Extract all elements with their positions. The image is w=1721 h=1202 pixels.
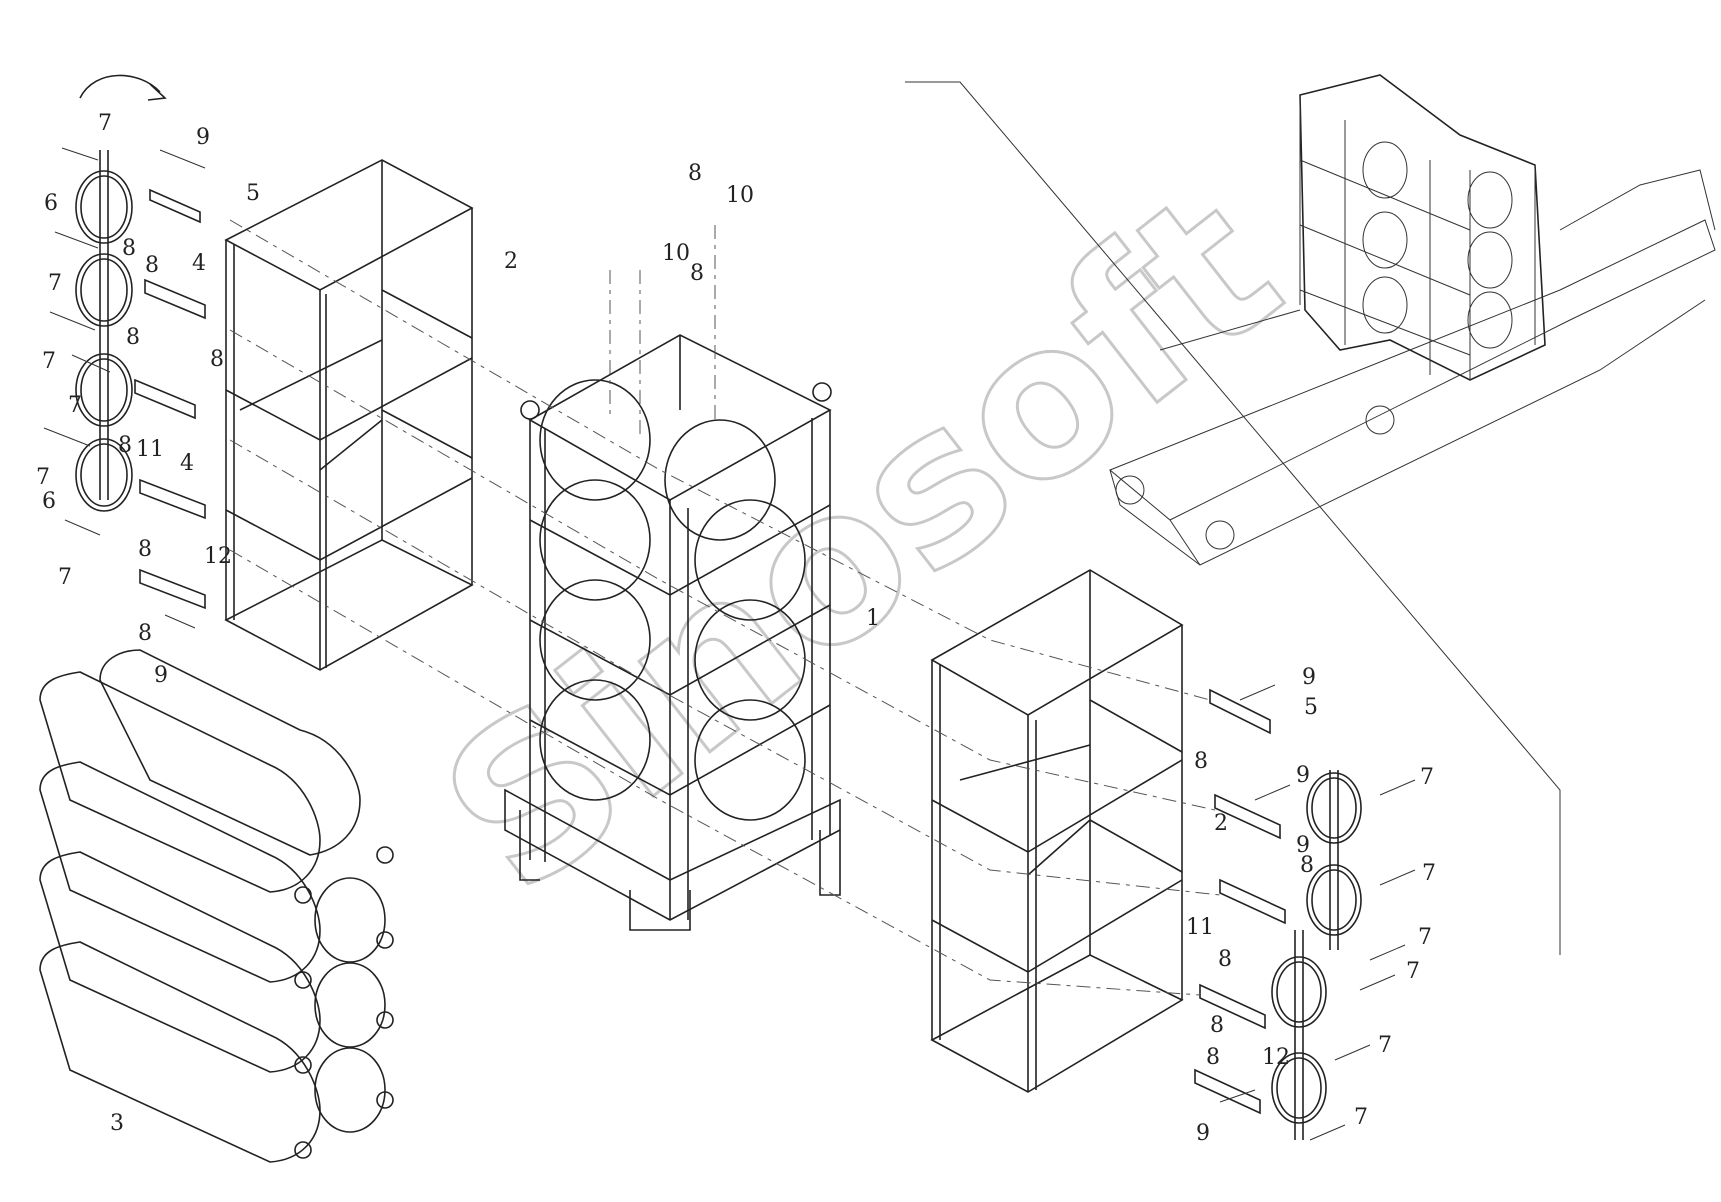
callout-7: 7 xyxy=(58,565,72,590)
watermark: Sinosoft xyxy=(398,143,1323,941)
callout-8: 8 xyxy=(138,537,152,562)
callout-9: 9 xyxy=(1296,763,1310,788)
watermark-text: Sinosoft xyxy=(400,144,1322,939)
right-bracket-assembly xyxy=(1194,684,1416,1141)
assembly-lines xyxy=(229,219,1221,996)
callout-12: 12 xyxy=(204,544,232,569)
callout-2: 2 xyxy=(1214,811,1228,836)
callout-1: 1 xyxy=(866,606,880,631)
callout-10: 10 xyxy=(662,241,690,266)
callout-12: 12 xyxy=(1262,1045,1290,1070)
left-frame xyxy=(224,159,474,671)
installed-view xyxy=(1109,74,1716,566)
callout-7: 7 xyxy=(1354,1105,1368,1130)
callout-7: 7 xyxy=(1406,959,1420,984)
callout-8: 8 xyxy=(126,325,140,350)
callout-7: 7 xyxy=(36,465,50,490)
callout-10: 10 xyxy=(726,183,754,208)
callout-9: 9 xyxy=(1296,833,1310,858)
callout-9: 9 xyxy=(154,663,168,688)
callout-9: 9 xyxy=(1302,665,1316,690)
callout-8: 8 xyxy=(1210,1013,1224,1038)
callout-11: 11 xyxy=(136,437,164,462)
callout-7: 7 xyxy=(42,349,56,374)
gas-cylinders xyxy=(39,649,394,1163)
right-frame xyxy=(930,569,1184,1093)
left-bracket-assembly xyxy=(43,147,206,629)
callout-5: 5 xyxy=(1304,695,1318,720)
callout-8: 8 xyxy=(1206,1045,1220,1070)
callout-4: 4 xyxy=(192,251,206,276)
center-frame xyxy=(504,334,841,931)
leader-lines xyxy=(905,81,1561,955)
callout-8: 8 xyxy=(145,253,159,278)
callout-8: 8 xyxy=(1300,853,1314,878)
callout-7: 7 xyxy=(98,111,112,136)
callout-5: 5 xyxy=(246,181,260,206)
callout-9: 9 xyxy=(196,125,210,150)
callout-7: 7 xyxy=(1418,925,1432,950)
callout-4: 4 xyxy=(180,451,194,476)
callout-2: 2 xyxy=(504,249,518,274)
callout-7: 7 xyxy=(1378,1033,1392,1058)
callout-3: 3 xyxy=(110,1111,124,1136)
callout-6: 6 xyxy=(44,191,58,216)
callout-9: 9 xyxy=(1196,1121,1210,1146)
callout-11: 11 xyxy=(1186,915,1214,940)
callout-8: 8 xyxy=(210,347,224,372)
callout-7: 7 xyxy=(1422,861,1436,886)
callout-8: 8 xyxy=(138,621,152,646)
callout-labels: 7 9 5 6 8 8 4 7 8 7 7 8 8 11 7 4 6 8 12 … xyxy=(36,111,1436,1146)
callout-8: 8 xyxy=(122,236,136,261)
callout-8: 8 xyxy=(690,261,704,286)
rotation-arrow-icon xyxy=(79,74,167,101)
callout-8: 8 xyxy=(1194,749,1208,774)
callout-8: 8 xyxy=(688,161,702,186)
callout-7: 7 xyxy=(48,271,62,296)
callout-7: 7 xyxy=(1420,765,1434,790)
callout-8: 8 xyxy=(118,433,132,458)
callout-8: 8 xyxy=(1218,947,1232,972)
callout-7: 7 xyxy=(68,393,82,418)
callout-6: 6 xyxy=(42,489,56,514)
